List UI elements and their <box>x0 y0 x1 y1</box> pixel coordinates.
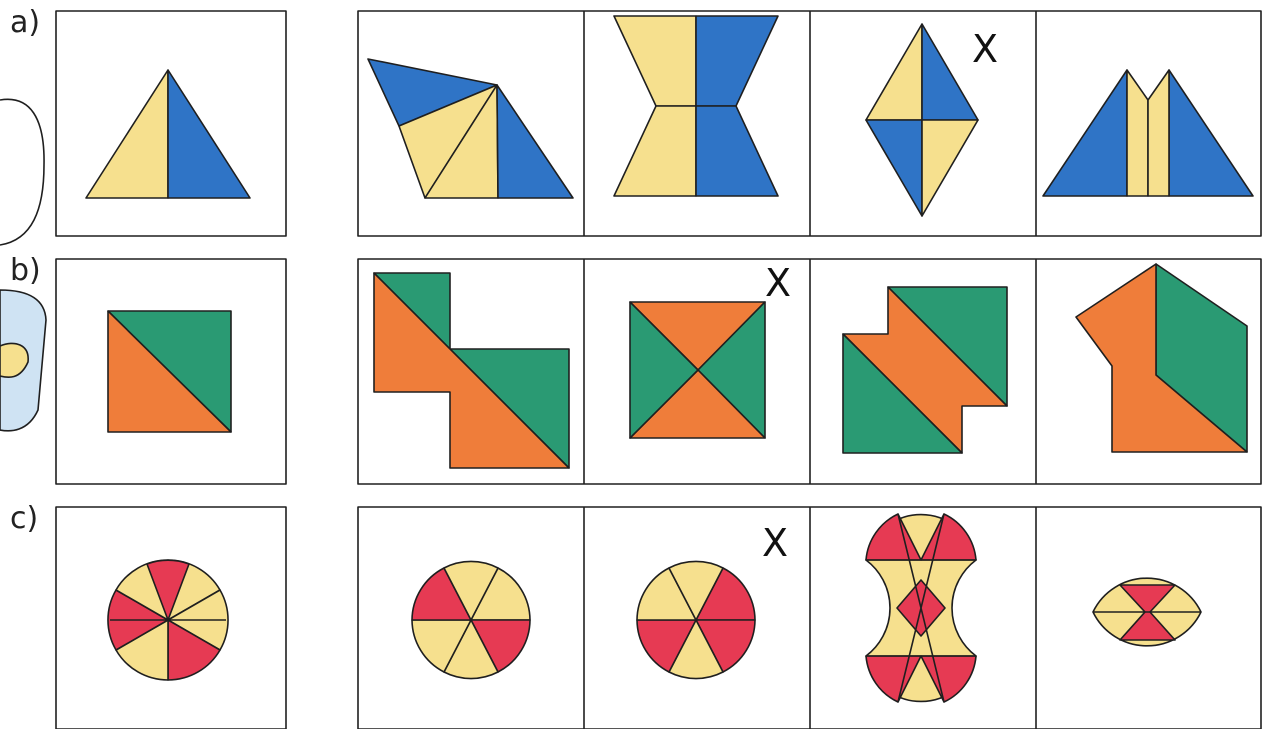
shape-b-option-4 <box>1075 263 1248 453</box>
answer-mark-c: X <box>762 521 788 565</box>
shape-b-example <box>107 310 232 433</box>
shape-b-option-1 <box>373 272 570 469</box>
shape-a-option-3 <box>865 23 979 217</box>
shape-c-option-3 <box>865 513 977 703</box>
picture-scrap-yellow <box>0 342 29 378</box>
answer-mark-a: X <box>972 27 998 71</box>
shape-c-option-4 <box>1092 577 1202 647</box>
shape-c-example <box>107 559 229 681</box>
shape-b-option-2 <box>629 301 766 439</box>
shape-a-option-1 <box>367 58 574 199</box>
row-label-a: a) <box>10 5 41 40</box>
shape-a-option-2 <box>613 15 779 197</box>
row-label-c: c) <box>10 501 39 536</box>
answer-mark-b: X <box>765 261 791 305</box>
shape-b-option-3 <box>842 286 1008 454</box>
page-curve-decoration <box>0 98 45 246</box>
example-frame-c <box>55 506 287 729</box>
shape-c-option-1 <box>411 560 531 680</box>
example-frame-b <box>55 258 287 485</box>
shape-a-example <box>85 69 251 199</box>
example-frame-a <box>55 10 287 237</box>
shape-a-option-4 <box>1042 69 1254 197</box>
row-label-b: b) <box>10 253 41 288</box>
shape-c-option-2 <box>636 560 756 680</box>
